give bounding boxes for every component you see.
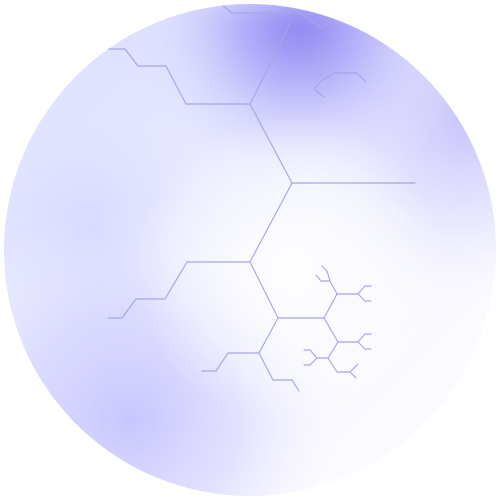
right-lower-cluster-left [303, 349, 329, 359]
top-right-cluster [320, 72, 367, 83]
lower-left-chain [201, 317, 279, 372]
right-lower-cluster-tip [349, 371, 357, 379]
right-lower-cluster-left-tip [303, 357, 318, 366]
top-edge-branch [221, 4, 323, 29]
lower-hook-chain [258, 352, 300, 392]
right-upper-cluster-left [315, 274, 338, 295]
molecule-line-network [106, 4, 416, 392]
right-lower-cluster [327, 341, 359, 373]
top-rising-branch [249, 22, 291, 105]
top-right-cluster-left [313, 80, 325, 98]
right-mid-cluster-tip [357, 341, 372, 350]
right-upper-cluster-tip [357, 293, 372, 302]
right-upper-cluster-stem [321, 265, 331, 282]
upper-left-branch [106, 48, 251, 105]
